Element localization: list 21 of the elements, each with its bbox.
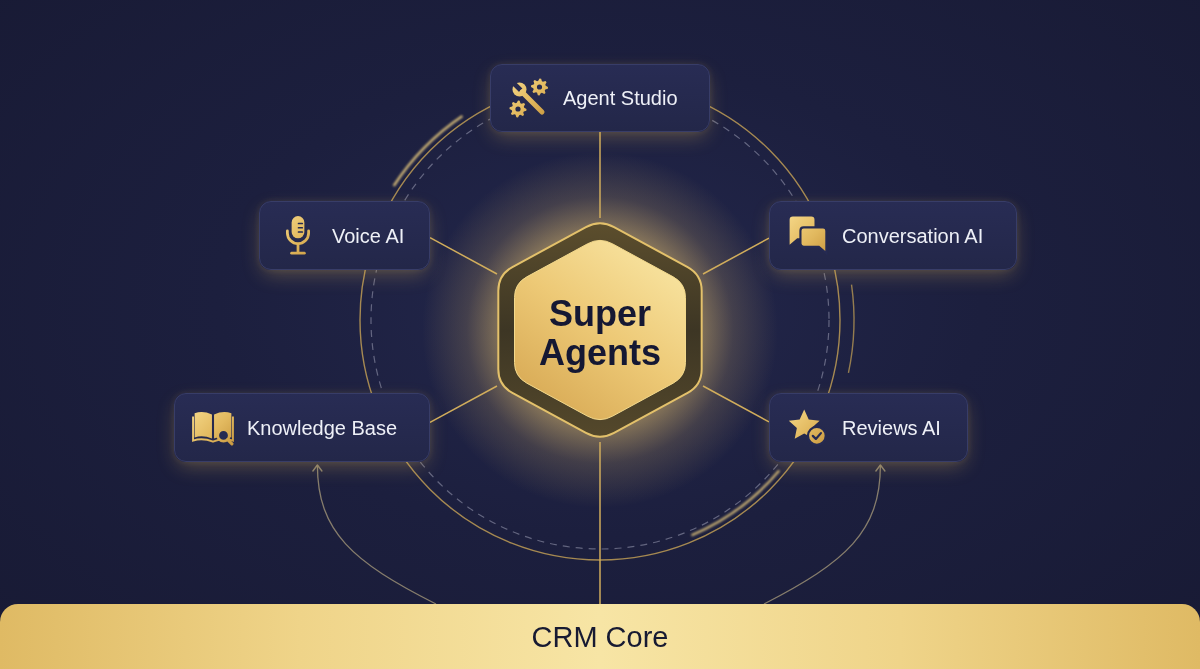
connector-line (599, 441, 601, 605)
curved-arrow (763, 464, 886, 605)
base-bar (0, 604, 1200, 669)
module-label: Conversation AI (842, 223, 984, 248)
connector-line (429, 236, 498, 275)
module-label: Voice AI (332, 223, 405, 248)
node-title: Super Agents (538, 294, 662, 372)
module-card (769, 201, 1017, 270)
module-card (259, 201, 430, 270)
connector-line (429, 385, 498, 424)
module-card (174, 393, 430, 462)
bar-label: CRM Core (531, 619, 669, 654)
module-label: Agent Studio (563, 86, 678, 110)
module-label: Knowledge Base (247, 415, 398, 440)
connector-line (702, 385, 770, 423)
module-card (769, 393, 968, 462)
connector-line (599, 131, 601, 219)
curved-arrow (312, 464, 437, 605)
module-label: Reviews AI (842, 415, 941, 440)
module-card (490, 64, 710, 132)
connector-line (702, 237, 770, 275)
